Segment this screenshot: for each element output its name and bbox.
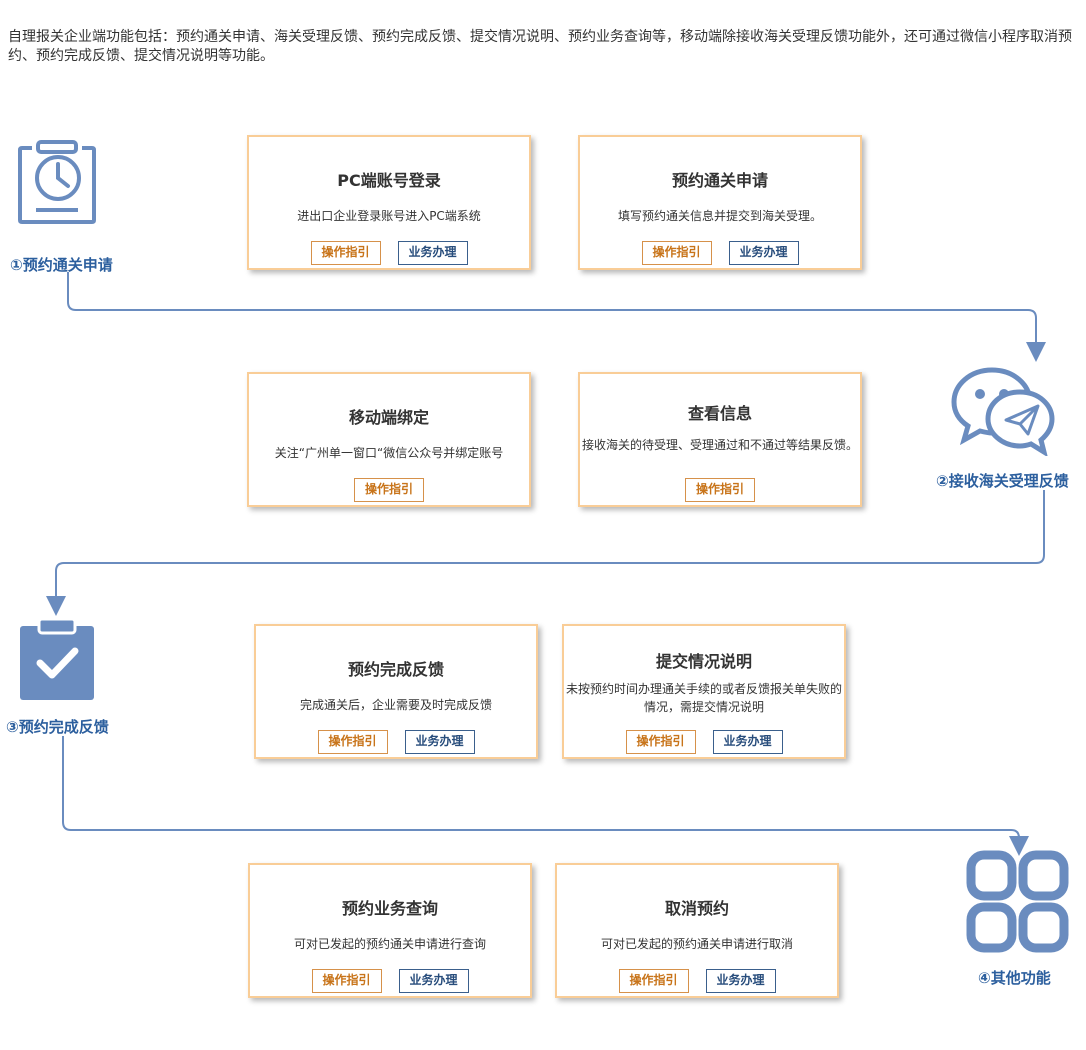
card-title: 取消预约 xyxy=(664,899,729,918)
connector-step3-step4 xyxy=(62,736,1029,856)
guide-button[interactable]: 操作指引 xyxy=(310,241,381,265)
card-title: 查看信息 xyxy=(687,404,752,423)
guide-button[interactable]: 操作指引 xyxy=(625,730,696,754)
card-desc: 未按预约时间办理通关手续的或者反馈报关单失败的情况，需提交情况说明 xyxy=(566,682,843,714)
step-label-2: ②接收海关受理反馈 xyxy=(936,472,1069,490)
handle-button[interactable]: 业务办理 xyxy=(705,969,776,993)
card-mobile-bind: 移动端绑定 关注“广州单一窗口“微信公众号并绑定账号 操作指引 xyxy=(247,372,531,507)
wechat-icon xyxy=(951,367,1055,456)
card-pc-login: PC端账号登录 进出口企业登录账号进入PC端系统 操作指引 业务办理 xyxy=(247,135,531,270)
card-desc: 关注“广州单一窗口“微信公众号并绑定账号 xyxy=(274,446,504,460)
card-view-info: 查看信息 接收海关的待受理、受理通过和不通过等结果反馈。 操作指引 xyxy=(578,372,862,507)
card-cancel-appointment: 取消预约 可对已发起的预约通关申请进行取消 操作指引 业务办理 xyxy=(555,863,839,998)
card-desc: 可对已发起的预约通关申请进行取消 xyxy=(600,937,793,951)
handle-button[interactable]: 业务办理 xyxy=(712,730,783,754)
intro-text: 自理报关企业端功能包括：预约通关申请、海关受理反馈、预约完成反馈、提交情况说明、… xyxy=(8,29,1072,64)
card-title: 预约通关申请 xyxy=(671,171,768,190)
card-submit-explanation: 提交情况说明 未按预约时间办理通关手续的或者反馈报关单失败的情况，需提交情况说明… xyxy=(562,624,846,759)
apps-grid-icon xyxy=(966,850,1069,953)
card-appointment-apply: 预约通关申请 填写预约通关信息并提交到海关受理。 操作指引 业务办理 xyxy=(578,135,862,270)
guide-button[interactable]: 操作指引 xyxy=(641,241,712,265)
card-appointment-query: 预约业务查询 可对已发起的预约通关申请进行查询 操作指引 业务办理 xyxy=(248,863,532,998)
card-desc: 完成通关后，企业需要及时完成反馈 xyxy=(299,698,492,712)
card-desc: 接收海关的待受理、受理通过和不通过等结果反馈。 xyxy=(582,438,859,452)
handle-button[interactable]: 业务办理 xyxy=(728,241,799,265)
guide-button[interactable]: 操作指引 xyxy=(354,478,424,502)
connector-step2-step3 xyxy=(46,490,1045,616)
clipboard-check-icon xyxy=(20,618,94,700)
card-title: 预约业务查询 xyxy=(341,899,438,918)
card-title: 预约完成反馈 xyxy=(347,660,444,679)
step-label-4: ④其他功能 xyxy=(978,969,1051,987)
card-desc: 填写预约通关信息并提交到海关受理。 xyxy=(617,209,822,223)
guide-button[interactable]: 操作指引 xyxy=(618,969,689,993)
card-title: 提交情况说明 xyxy=(655,652,752,671)
clipboard-clock-icon xyxy=(18,140,96,224)
guide-button[interactable]: 操作指引 xyxy=(685,478,755,502)
guide-button[interactable]: 操作指引 xyxy=(311,969,382,993)
card-title: PC端账号登录 xyxy=(337,171,441,190)
connector-step1-step2 xyxy=(67,272,1046,362)
card-desc: 进出口企业登录账号进入PC端系统 xyxy=(297,209,481,223)
guide-button[interactable]: 操作指引 xyxy=(317,730,388,754)
card-title: 移动端绑定 xyxy=(348,408,429,427)
card-desc: 可对已发起的预约通关申请进行查询 xyxy=(293,937,486,951)
handle-button[interactable]: 业务办理 xyxy=(397,241,468,265)
handle-button[interactable]: 业务办理 xyxy=(404,730,475,754)
step-label-3: ③预约完成反馈 xyxy=(6,718,109,736)
card-completion-feedback: 预约完成反馈 完成通关后，企业需要及时完成反馈 操作指引 业务办理 xyxy=(254,624,538,759)
step-label-1: ①预约通关申请 xyxy=(10,256,113,274)
handle-button[interactable]: 业务办理 xyxy=(398,969,469,993)
